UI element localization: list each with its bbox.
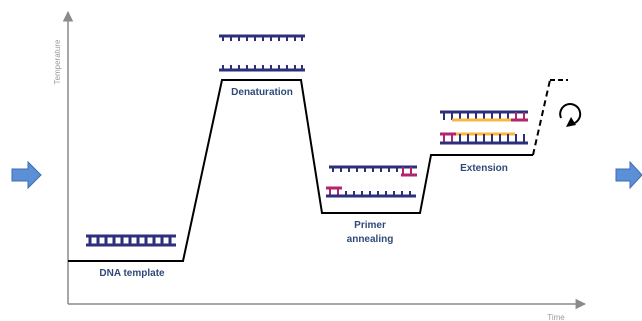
temperature-profile <box>68 79 533 262</box>
extension-strand-bottom <box>440 132 528 145</box>
right-arrow-icon <box>615 160 642 190</box>
denatured-strand-bottom <box>219 65 305 72</box>
label-denaturation: Denaturation <box>231 87 293 98</box>
label-annealing: annealing <box>347 234 394 245</box>
dna-template-double-strand <box>86 234 176 247</box>
extension-strand-top <box>440 110 528 122</box>
cycle-arrow-icon <box>559 103 582 127</box>
temperature-profile-dashed <box>532 79 551 156</box>
label-dna-template: DNA template <box>99 268 165 279</box>
annealing-strand-top <box>329 165 417 177</box>
denatured-strand-top <box>219 34 305 41</box>
label-extension: Extension <box>460 163 508 174</box>
right-arrow-icon <box>11 160 42 190</box>
x-axis-label: Time <box>547 313 565 321</box>
label-primer: Primer <box>354 220 386 231</box>
y-axis-label: Temperature <box>53 39 62 84</box>
annealing-strand-bottom <box>326 186 416 198</box>
